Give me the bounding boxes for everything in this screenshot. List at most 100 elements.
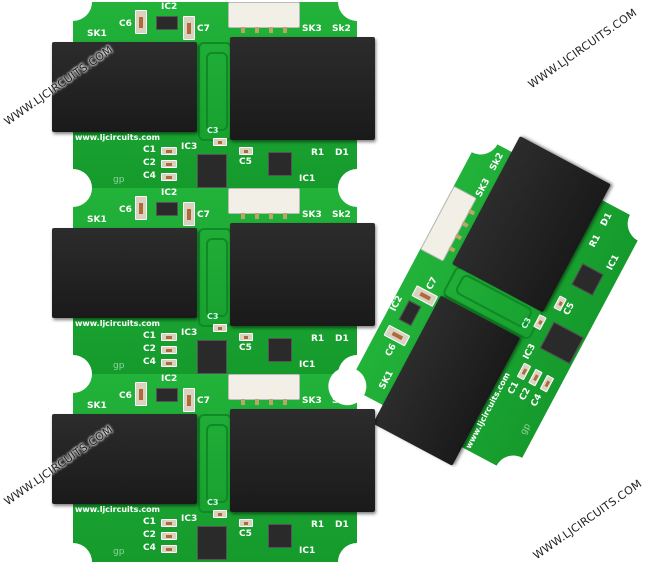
rj-jack-left xyxy=(52,414,197,504)
label-ic2: IC2 xyxy=(161,374,178,384)
capacitor-c7 xyxy=(183,202,195,226)
label-gp: gp xyxy=(113,175,125,185)
capacitor-c2 xyxy=(161,532,177,540)
chip-ic3 xyxy=(197,154,227,188)
label-sk3: SK3 xyxy=(302,210,322,220)
label-c4: C4 xyxy=(143,171,156,181)
label-ic2: IC2 xyxy=(161,188,178,198)
label-c1: C1 xyxy=(143,331,156,341)
label-sk2: Sk2 xyxy=(332,24,351,34)
chip-ic3 xyxy=(197,526,227,560)
trace xyxy=(206,52,228,131)
label-c2: C2 xyxy=(143,158,156,168)
label-r1: R1 xyxy=(311,520,325,530)
corner-notch xyxy=(54,169,92,207)
label-sk1: SK1 xyxy=(87,401,107,411)
label-ic1: IC1 xyxy=(299,174,316,184)
watermark: WWW.LJCIRCUITS.COM xyxy=(530,477,645,563)
rj-jack-right xyxy=(230,223,375,326)
corner-notch xyxy=(54,0,92,21)
corner-notch xyxy=(54,543,92,581)
label-c7: C7 xyxy=(197,396,210,406)
label-sk1: SK1 xyxy=(87,215,107,225)
capacitor-c2 xyxy=(161,160,177,168)
label-c7: C7 xyxy=(197,24,210,34)
label-c5: C5 xyxy=(239,157,252,167)
label-c2: C2 xyxy=(143,530,156,540)
label-ic3: IC3 xyxy=(181,514,198,524)
rj-jack-left xyxy=(52,228,197,318)
capacitor-c7 xyxy=(183,16,195,40)
corner-notch xyxy=(338,169,376,207)
label-r1: R1 xyxy=(311,148,325,158)
label-c6: C6 xyxy=(119,391,132,401)
trace xyxy=(206,424,228,503)
label-c5: C5 xyxy=(239,529,252,539)
label-ic1: IC1 xyxy=(299,360,316,370)
label-sk3: SK3 xyxy=(302,24,322,34)
capacitor-c3 xyxy=(213,510,227,518)
capacitor-c4 xyxy=(161,173,177,181)
label-c6: C6 xyxy=(119,205,132,215)
capacitor-c1 xyxy=(161,333,177,341)
capacitor-c1 xyxy=(161,147,177,155)
label-sk3: SK3 xyxy=(302,396,322,406)
capacitor-c5 xyxy=(239,519,253,527)
website-label: www.ljcircuits.com xyxy=(75,133,160,142)
label-d1: D1 xyxy=(335,148,349,158)
chip-ic3 xyxy=(197,340,227,374)
label-c2: C2 xyxy=(143,344,156,354)
jst-connector xyxy=(228,374,300,405)
capacitor-c6 xyxy=(135,382,147,406)
label-c3: C3 xyxy=(207,126,219,135)
chip-ic1 xyxy=(268,338,292,362)
pcb-module-3: C6 IC2 C7 SK1 SK3 Sk2 C3 IC3 www.ljcircu… xyxy=(52,355,376,581)
pcb-module-1: C6 IC2 C7 SK1 SK3 Sk2 C3 IC3 www.ljcircu… xyxy=(52,0,376,209)
capacitor-c1 xyxy=(161,519,177,527)
capacitor-c4 xyxy=(161,545,177,553)
watermark: WWW.LJCIRCUITS.COM xyxy=(525,6,640,92)
label-gp: gp xyxy=(113,547,125,557)
capacitor-c4 xyxy=(161,359,177,367)
label-c7: C7 xyxy=(197,210,210,220)
chip-ic2 xyxy=(156,202,178,216)
chip-ic1 xyxy=(268,152,292,176)
rj-jack-right xyxy=(230,37,375,140)
label-c1: C1 xyxy=(143,517,156,527)
label-c3: C3 xyxy=(207,498,219,507)
corner-notch xyxy=(338,543,376,581)
label-d1: D1 xyxy=(335,334,349,344)
capacitor-c2 xyxy=(161,346,177,354)
corner-notch xyxy=(54,355,92,393)
pcb-module-2: C6 IC2 C7 SK1 SK3 Sk2 C3 IC3 www.ljcircu… xyxy=(52,169,376,395)
label-c3: C3 xyxy=(207,312,219,321)
label-r1: R1 xyxy=(311,334,325,344)
jst-connector xyxy=(228,188,300,219)
capacitor-c6 xyxy=(135,196,147,220)
capacitor-c5 xyxy=(239,333,253,341)
label-c5: C5 xyxy=(239,343,252,353)
label-ic2: IC2 xyxy=(161,2,178,12)
label-d1: D1 xyxy=(335,520,349,530)
website-label: www.ljcircuits.com xyxy=(75,505,160,514)
label-ic3: IC3 xyxy=(181,142,198,152)
capacitor-c3 xyxy=(213,138,227,146)
rj-jack-right xyxy=(230,409,375,512)
chip-ic2 xyxy=(156,388,178,402)
label-c6: C6 xyxy=(119,19,132,29)
capacitor-c3 xyxy=(213,324,227,332)
website-label: www.ljcircuits.com xyxy=(75,319,160,328)
capacitor-c6 xyxy=(135,10,147,34)
label-c1: C1 xyxy=(143,145,156,155)
label-gp: gp xyxy=(113,361,125,371)
label-sk2: Sk2 xyxy=(332,210,351,220)
jst-connector xyxy=(228,2,300,33)
pcb-module-rotated: C6 IC2 C7 SK1 SK3 Sk2 C3 IC3 www.ljcircu… xyxy=(321,109,652,501)
capacitor-c5 xyxy=(239,147,253,155)
chip-ic2 xyxy=(156,16,178,30)
trace xyxy=(206,238,228,317)
label-ic1: IC1 xyxy=(299,546,316,556)
rj-jack-left xyxy=(52,42,197,132)
label-sk1: SK1 xyxy=(87,29,107,39)
label-c4: C4 xyxy=(143,543,156,553)
